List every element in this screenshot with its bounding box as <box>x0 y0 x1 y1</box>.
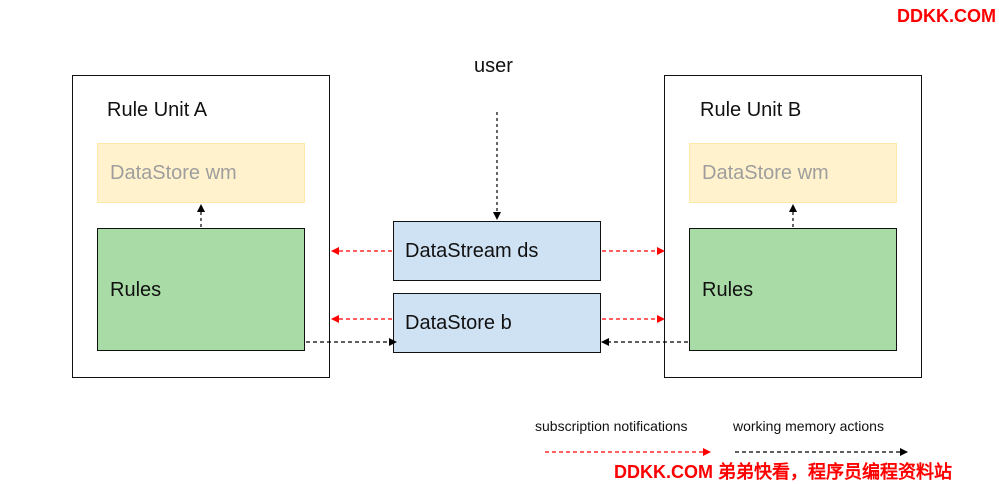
datastream-ds-label: DataStream ds <box>405 240 539 262</box>
legend-working-memory-label: working memory actions <box>733 418 884 434</box>
datastore-b-label: DataStore b <box>405 312 512 334</box>
legend-subscription-label: subscription notifications <box>535 418 688 434</box>
rule-unit-a-datastore-wm-label: DataStore wm <box>110 162 237 184</box>
rule-unit-a-datastore-wm: DataStore wm <box>97 143 305 203</box>
rule-unit-a-rules: Rules <box>97 228 305 351</box>
rule-unit-b-title: Rule Unit B <box>700 99 802 121</box>
datastore-b-box: DataStore b <box>393 293 601 353</box>
rule-unit-b-rules-label: Rules <box>702 279 754 301</box>
watermark-top: DDKK.COM <box>897 6 996 26</box>
rule-unit-a-rules-label: Rules <box>110 279 162 301</box>
datastream-ds-box: DataStream ds <box>393 221 601 281</box>
rule-unit-b-rules: Rules <box>689 228 897 351</box>
rule-unit-b-datastore-wm: DataStore wm <box>689 143 897 203</box>
watermark-bottom: DDKK.COM 弟弟快看，程序员编程资料站 <box>614 462 952 482</box>
user-label: user <box>474 55 513 77</box>
rule-unit-a-title: Rule Unit A <box>107 99 208 121</box>
rule-unit-b-datastore-wm-label: DataStore wm <box>702 162 829 184</box>
